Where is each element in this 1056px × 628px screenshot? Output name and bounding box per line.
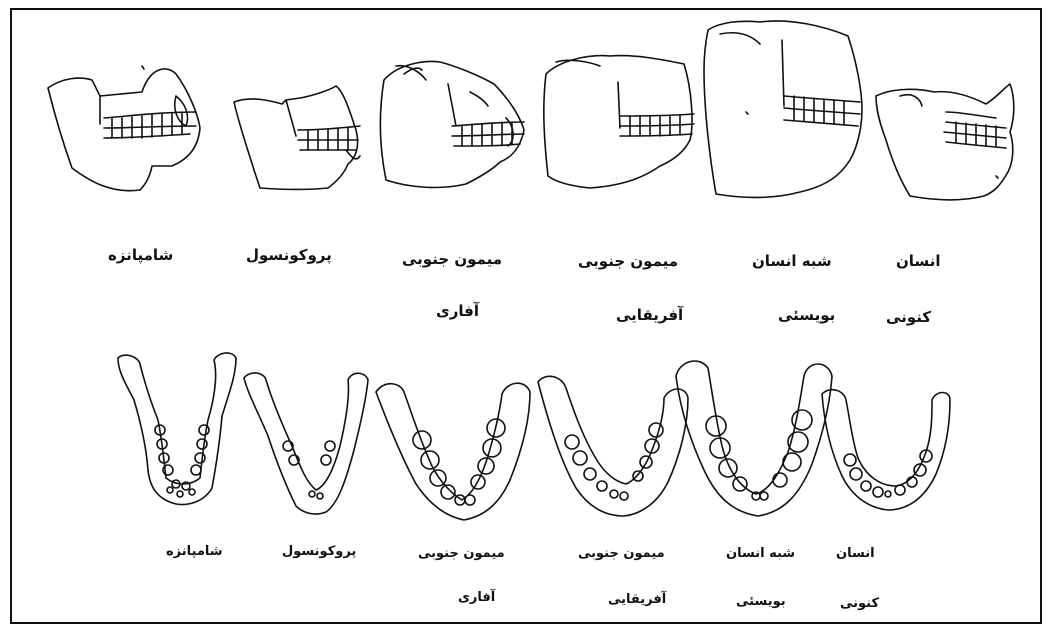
jaw-label-modern-human-line2: کنونی <box>840 596 879 611</box>
skull-label-boisei: شبه انسان <box>752 252 832 270</box>
jaw-boisei <box>676 361 832 516</box>
skull-afarensis <box>380 62 524 188</box>
skull-label-proconsul: پروکونسول <box>246 246 332 264</box>
skull-africanus <box>544 56 694 188</box>
jaw-label-chimpanzee: شامپانزه <box>166 544 223 559</box>
skull-label-modern-human: انسان <box>896 252 940 270</box>
jaw-proconsul <box>244 373 368 514</box>
jaw-label-africanus-line2: آفریقایی <box>608 592 666 607</box>
jaw-modern-human <box>822 390 950 510</box>
jaw-label-proconsul: پروکونسول <box>282 544 356 559</box>
jaw-label-modern-human: انسان <box>836 546 875 561</box>
jaw-label-boisei: شبه انسان <box>726 546 795 561</box>
jaw-label-afarensis: میمون جنوبی <box>418 546 505 561</box>
jaw-label-boisei-line2: بویسئی <box>736 594 786 609</box>
jaw-label-afarensis-line2: آفاری <box>458 590 495 605</box>
skull-modern-human <box>876 84 1014 200</box>
jaw-africanus <box>538 376 688 516</box>
skull-label-afarensis: میمون جنوبی <box>402 250 502 268</box>
skull-label-africanus: میمون جنوبی <box>578 252 678 270</box>
skull-boisei <box>704 21 862 198</box>
skull-label-modern-human-line2: کنونی <box>886 308 931 326</box>
skull-label-boisei-line2: بویسئی <box>778 306 835 324</box>
jaw-label-africanus: میمون جنوبی <box>578 546 665 561</box>
jaw-chimpanzee <box>118 353 236 505</box>
jaw-afarensis <box>376 383 530 520</box>
skull-label-afarensis-line2: آفاری <box>436 302 479 320</box>
skull-chimpanzee <box>48 66 200 191</box>
skull-label-africanus-line2: آفریقایی <box>616 306 683 324</box>
skull-proconsul <box>234 86 360 190</box>
skull-label-chimpanzee: شامپانزه <box>108 246 173 264</box>
